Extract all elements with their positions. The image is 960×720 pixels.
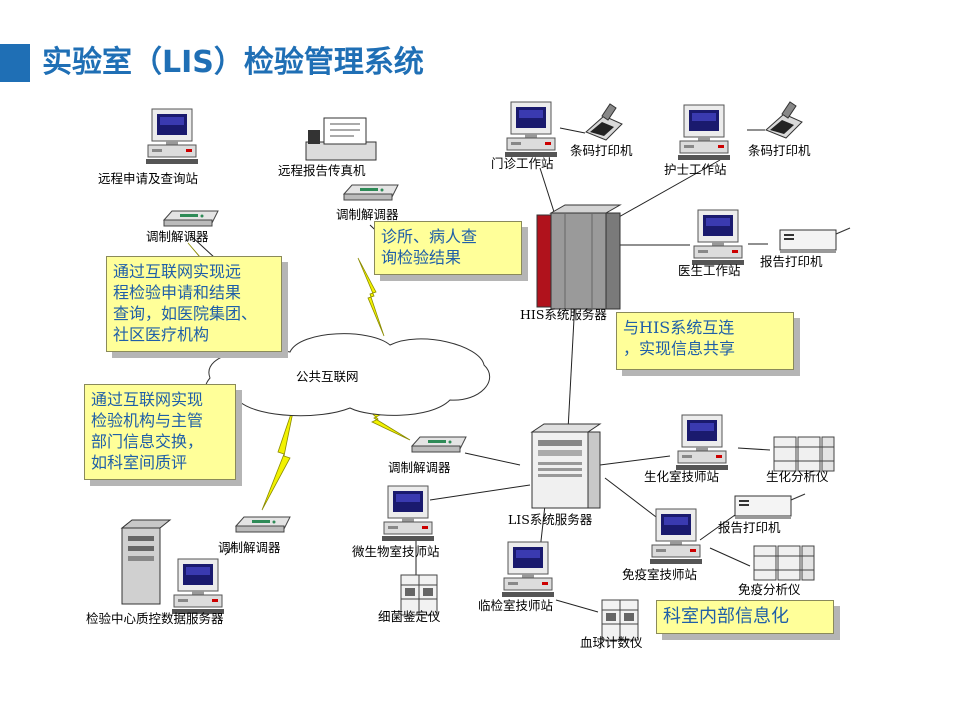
label-modem: 调制解调器 (218, 540, 281, 555)
label-modem: 调制解调器 (388, 460, 451, 475)
report-printer-icon (734, 493, 806, 520)
blood-counter-icon (601, 599, 639, 641)
biochem-analyzer-icon (773, 436, 835, 472)
clinical-pc-icon (501, 541, 555, 598)
label-report-printer: 报告打印机 (718, 520, 781, 535)
note-line: 科室内部信息化 (663, 606, 789, 627)
label-report-printer: 报告打印机 (760, 254, 823, 269)
immuno-analyzer-icon (753, 545, 815, 581)
micro-pc-icon (381, 485, 435, 542)
note-line: 部门信息交换， (91, 432, 204, 451)
nurse-pc-icon (677, 104, 731, 161)
label-his-server: HIS系统服务器 (520, 307, 607, 322)
label-biochem-ws: 生化室技师站 (644, 469, 719, 484)
label-bacteria-id: 细菌鉴定仪 (378, 609, 441, 624)
label-clinical-ws: 临检室技师站 (478, 598, 553, 613)
his-server-icon (536, 204, 622, 310)
label-nurse-ws: 护士工作站 (664, 162, 727, 177)
note-line: ，实现信息共享 (623, 339, 736, 358)
note-internal-informatization: 科室内部信息化 (656, 600, 834, 634)
doctor-pc-icon (691, 209, 745, 266)
modem-icon (343, 184, 399, 201)
modem-icon (163, 210, 219, 227)
note-line: 程检验申请和结果 (113, 283, 242, 302)
internet-cloud (204, 333, 490, 417)
note-info-exchange: 通过互联网实现 检验机构与主管 部门信息交换， 如科室间质评 (84, 384, 236, 480)
page-title: 实验室（LIS）检验管理系统 (42, 45, 424, 80)
barcode-printer-icon (585, 103, 623, 141)
clinic-pc-icon (504, 101, 558, 158)
label-remote-fax: 远程报告传真机 (278, 163, 366, 178)
qc-server-icon (120, 519, 225, 615)
label-remote-query: 远程申请及查询站 (98, 171, 198, 186)
note-line: 通过互联网实现远 (113, 262, 242, 281)
immuno-pc-icon (649, 508, 703, 565)
node-labels: 远程申请及查询站 调制解调器 远程报告传真机 调制解调器 门诊工作站 条码打印机… (86, 143, 829, 650)
note-line: 通过互联网实现 (91, 390, 204, 409)
label-blood-counter: 血球计数仪 (580, 635, 643, 650)
remote-query-pc-icon (145, 108, 199, 165)
label-biochem-analyzer: 生化分析仪 (766, 469, 829, 484)
label-modem: 调制解调器 (336, 207, 399, 222)
label-immuno-ws: 免疫室技师站 (622, 567, 697, 582)
label-immuno-analyzer: 免疫分析仪 (738, 582, 801, 597)
biochem-pc-icon (675, 414, 729, 471)
label-barcode-printer: 条码打印机 (748, 143, 811, 158)
note-line: 查询，如医院集团、 (113, 304, 258, 323)
barcode-printer-icon (765, 101, 803, 139)
note-line: 诊所、病人查 (381, 227, 478, 246)
note-line: 如科室间质评 (91, 453, 188, 472)
modem-icon (235, 516, 291, 533)
note-clinic-query: 诊所、病人查 询检验结果 (374, 221, 522, 275)
note-line: 与HIS系统互连 (623, 318, 735, 337)
note-remote-application: 通过互联网实现远 程检验申请和结果 查询，如医院集团、 社区医疗机构 (106, 256, 282, 352)
modem-icon (411, 436, 467, 453)
label-internet: 公共互联网 (296, 369, 359, 384)
title-accent-bar (0, 44, 30, 82)
fax-icon (305, 117, 377, 161)
label-modem: 调制解调器 (146, 229, 209, 244)
note-his-interconnect: 与HIS系统互连 ，实现信息共享 (616, 312, 794, 370)
label-qc-server: 检验中心质控数据服务器 (86, 611, 224, 626)
note-line: 社区医疗机构 (113, 325, 210, 344)
label-clinic-ws: 门诊工作站 (491, 156, 554, 171)
report-printer-icon (779, 227, 851, 254)
label-lis-server: LIS系统服务器 (508, 512, 593, 527)
lis-server-icon (530, 423, 602, 509)
note-line: 检验机构与主管 (91, 411, 204, 430)
label-micro-ws: 微生物室技师站 (352, 544, 440, 559)
label-doctor-ws: 医生工作站 (678, 263, 741, 278)
label-barcode-printer: 条码打印机 (570, 143, 633, 158)
note-line: 询检验结果 (381, 248, 462, 267)
